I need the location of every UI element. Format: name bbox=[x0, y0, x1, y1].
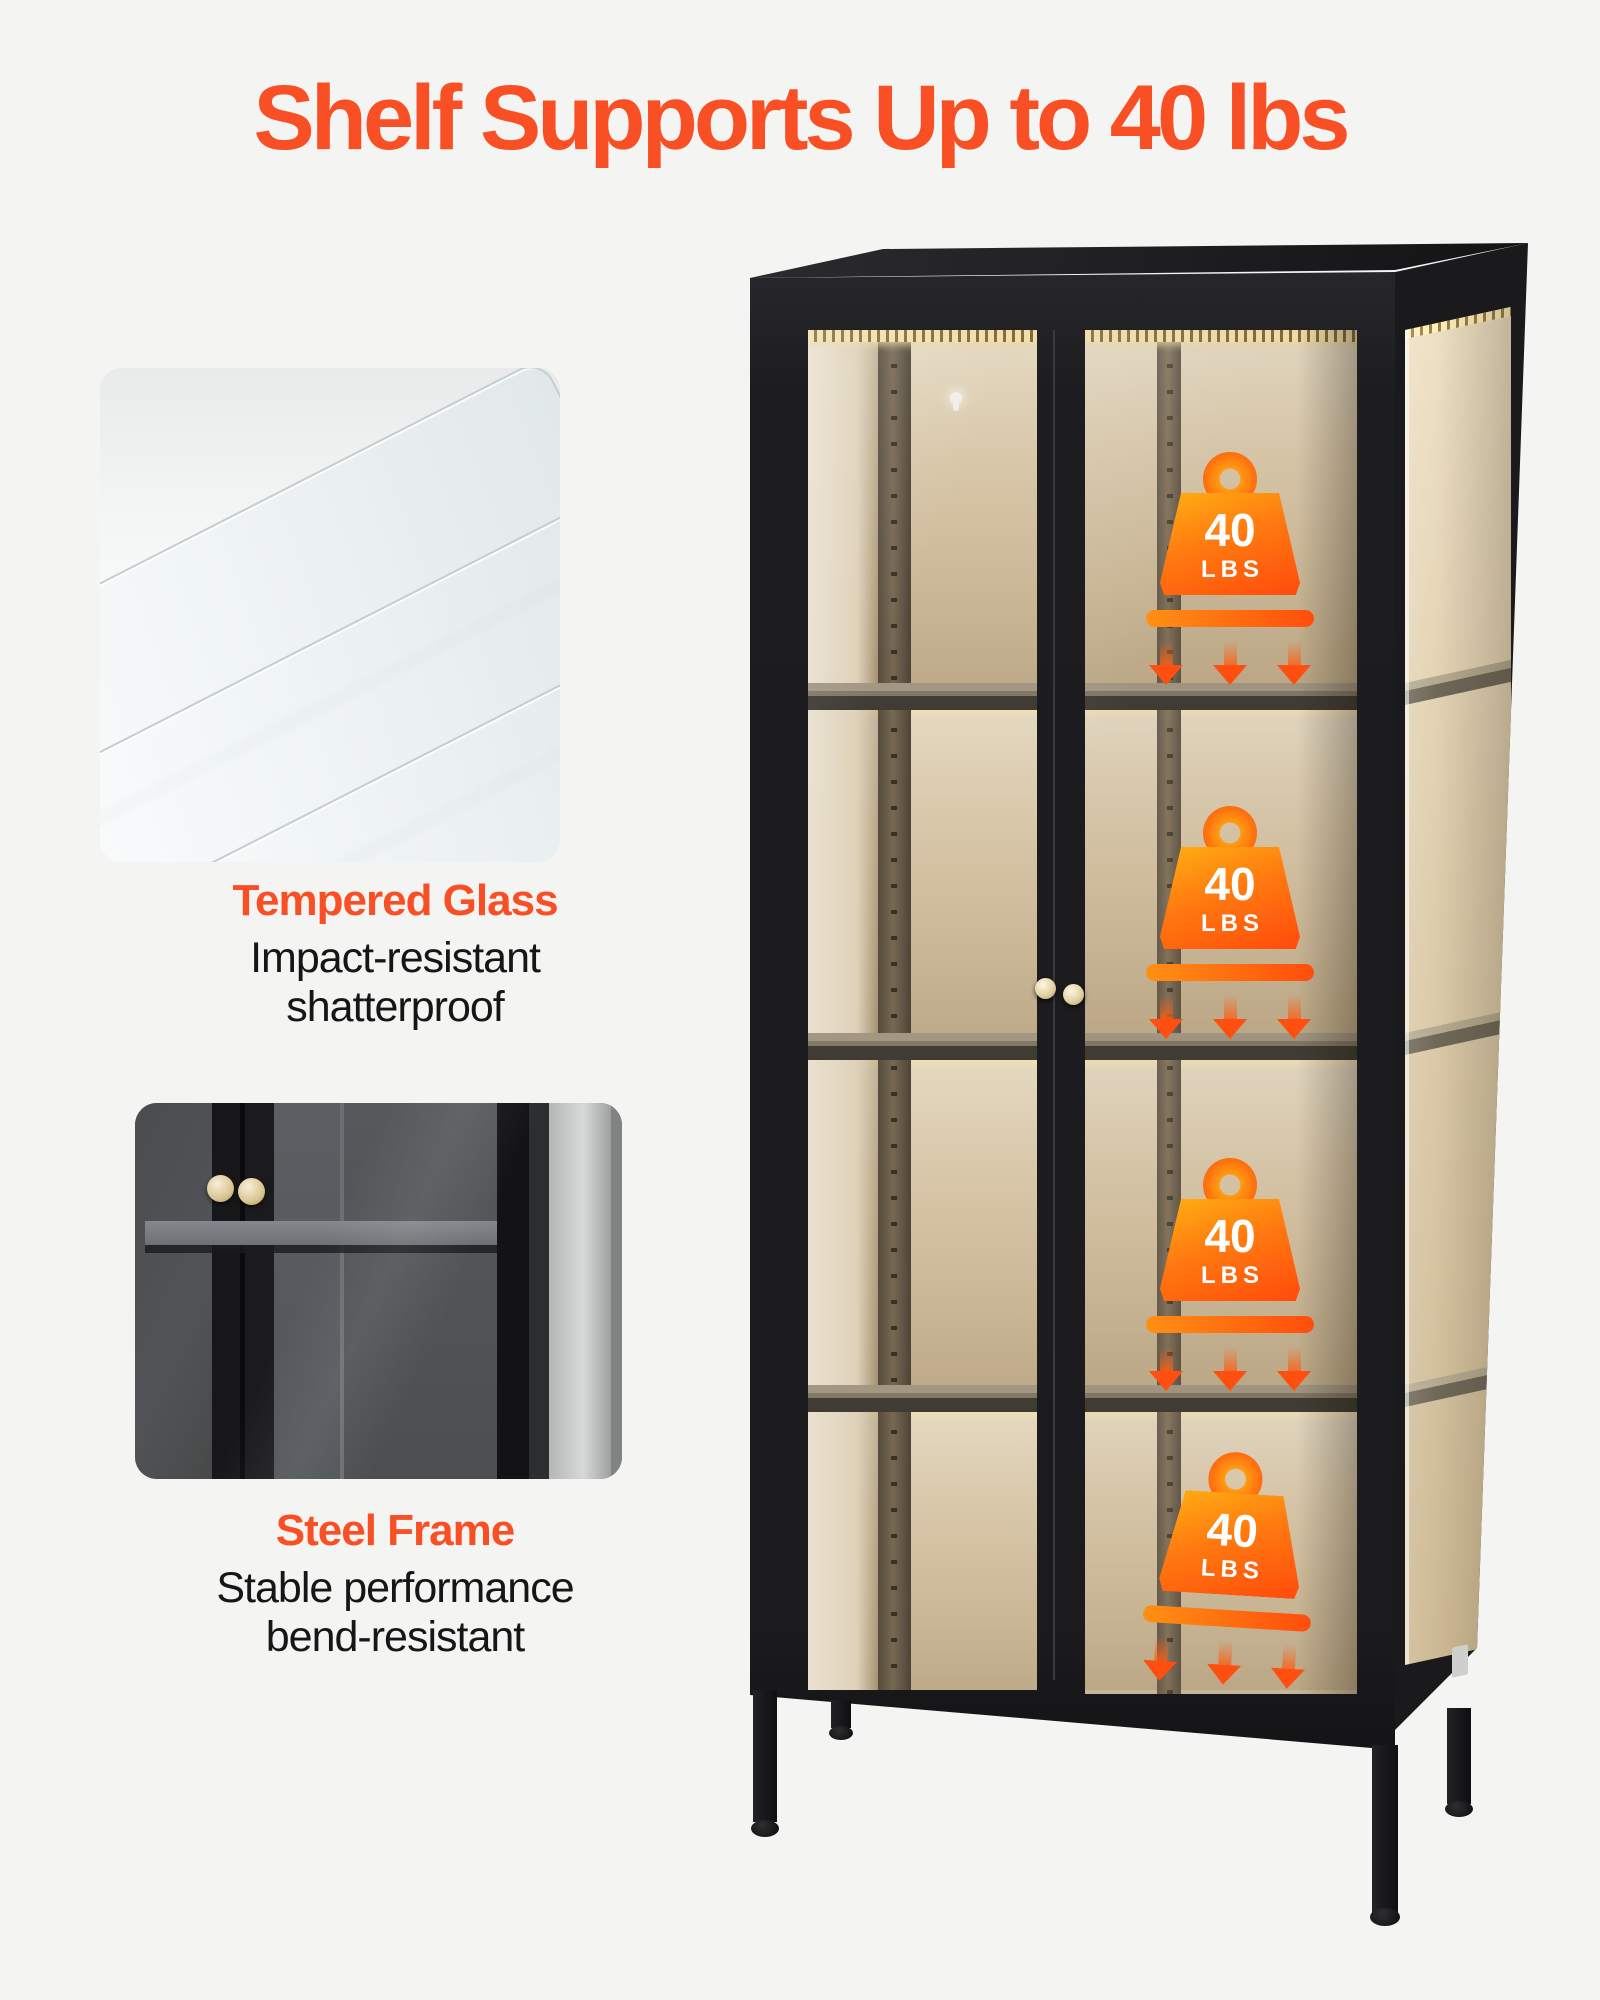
page-title: Shelf Supports Up to 40 lbs bbox=[253, 67, 1350, 169]
shelf-pin-column bbox=[878, 342, 911, 1690]
glass-edge-reflection bbox=[549, 1103, 611, 1479]
glass-shelf bbox=[808, 683, 1037, 710]
door-seam bbox=[1053, 330, 1055, 1680]
pressure-arrows bbox=[1148, 995, 1312, 1039]
weight-badge: 40 LBS bbox=[1138, 1447, 1322, 1690]
feature-caption-glass: Tempered Glass Impact-resistant shatterp… bbox=[95, 876, 695, 1031]
feature-heading: Steel Frame bbox=[275, 1506, 515, 1555]
steel-shelf bbox=[145, 1221, 497, 1245]
side-glass bbox=[1405, 306, 1511, 1666]
glass-shelf bbox=[808, 1385, 1037, 1412]
left-door-glass bbox=[808, 330, 1037, 1690]
interior-side-wall bbox=[808, 342, 878, 1690]
weight-bar bbox=[1146, 964, 1314, 981]
weight-badge: 40 LBS bbox=[1145, 452, 1315, 685]
feature-line: shatterproof bbox=[286, 982, 504, 1031]
door-knob bbox=[207, 1175, 234, 1202]
down-arrow-icon bbox=[1212, 1347, 1248, 1391]
leveling-foot bbox=[751, 1820, 779, 1837]
weight-icon: 40 LBS bbox=[1160, 1199, 1300, 1301]
feature-line: Stable performance bbox=[216, 1564, 574, 1612]
feature-line: bend-resistant bbox=[265, 1612, 526, 1661]
leveling-foot bbox=[1445, 1801, 1473, 1817]
weight-icon: 40 LBS bbox=[1160, 847, 1300, 949]
leveling-foot bbox=[1370, 1908, 1400, 1926]
down-arrow-icon bbox=[1269, 1644, 1308, 1690]
tempered-glass-photo bbox=[100, 368, 560, 862]
down-arrow-icon bbox=[1212, 995, 1248, 1039]
keyhole-mount-icon bbox=[950, 392, 962, 411]
down-arrow-icon bbox=[1141, 1636, 1180, 1682]
weight-bar bbox=[1146, 1316, 1314, 1333]
cabinet-leg bbox=[753, 1690, 777, 1822]
down-arrow-icon bbox=[1148, 1347, 1184, 1391]
glass-shelf bbox=[1085, 683, 1357, 710]
weight-badge: 40 LBS bbox=[1145, 1158, 1315, 1391]
steel-frame-post bbox=[497, 1103, 529, 1479]
steel-frame-photo bbox=[135, 1103, 622, 1479]
steel-back-panel bbox=[344, 1103, 497, 1479]
down-arrow-icon bbox=[1276, 995, 1312, 1039]
led-strip bbox=[808, 330, 1037, 342]
steel-door-stile bbox=[245, 1103, 274, 1479]
down-arrow-icon bbox=[1276, 641, 1312, 685]
weight-icon: 40 LBS bbox=[1159, 1489, 1305, 1599]
weight-badge: 40 LBS bbox=[1145, 806, 1315, 1039]
cabinet-side-panel bbox=[1395, 243, 1528, 1730]
glass-sheen bbox=[135, 1103, 622, 1479]
feature-heading: Tempered Glass bbox=[232, 876, 558, 925]
door-knob bbox=[1063, 984, 1084, 1005]
pressure-arrows bbox=[1148, 1347, 1312, 1391]
weight-icon: 40 LBS bbox=[1160, 493, 1300, 595]
down-arrow-icon bbox=[1148, 641, 1184, 685]
cabinet-leg bbox=[831, 1700, 851, 1728]
brand-tag bbox=[1452, 1644, 1468, 1678]
glass-shelf bbox=[808, 1033, 1037, 1060]
feature-line: Impact-resistant bbox=[250, 934, 541, 982]
down-arrow-icon bbox=[1205, 1640, 1244, 1686]
door-knob bbox=[1035, 978, 1056, 999]
glass-shading bbox=[1405, 306, 1511, 1666]
steel-edge bbox=[611, 1103, 622, 1479]
steel-door-stile bbox=[212, 1103, 240, 1479]
down-arrow-icon bbox=[1148, 995, 1184, 1039]
cabinet-leg bbox=[1372, 1745, 1398, 1913]
weight-bar bbox=[1146, 610, 1314, 627]
door-knob bbox=[238, 1178, 265, 1205]
steel-back-panel bbox=[274, 1103, 340, 1479]
pressure-arrows bbox=[1148, 641, 1312, 685]
feature-caption-steel: Steel Frame Stable performance bend-resi… bbox=[95, 1506, 695, 1661]
weight-bar bbox=[1142, 1604, 1312, 1633]
leveling-foot bbox=[829, 1726, 853, 1740]
cabinet-leg bbox=[1447, 1708, 1471, 1804]
door-gap bbox=[240, 1103, 245, 1479]
back-panel-seam bbox=[340, 1103, 344, 1479]
down-arrow-icon bbox=[1212, 641, 1248, 685]
down-arrow-icon bbox=[1276, 1347, 1312, 1391]
steel-door-glass bbox=[135, 1103, 212, 1479]
steel-frame-post bbox=[529, 1103, 549, 1479]
led-strip bbox=[1085, 330, 1357, 342]
